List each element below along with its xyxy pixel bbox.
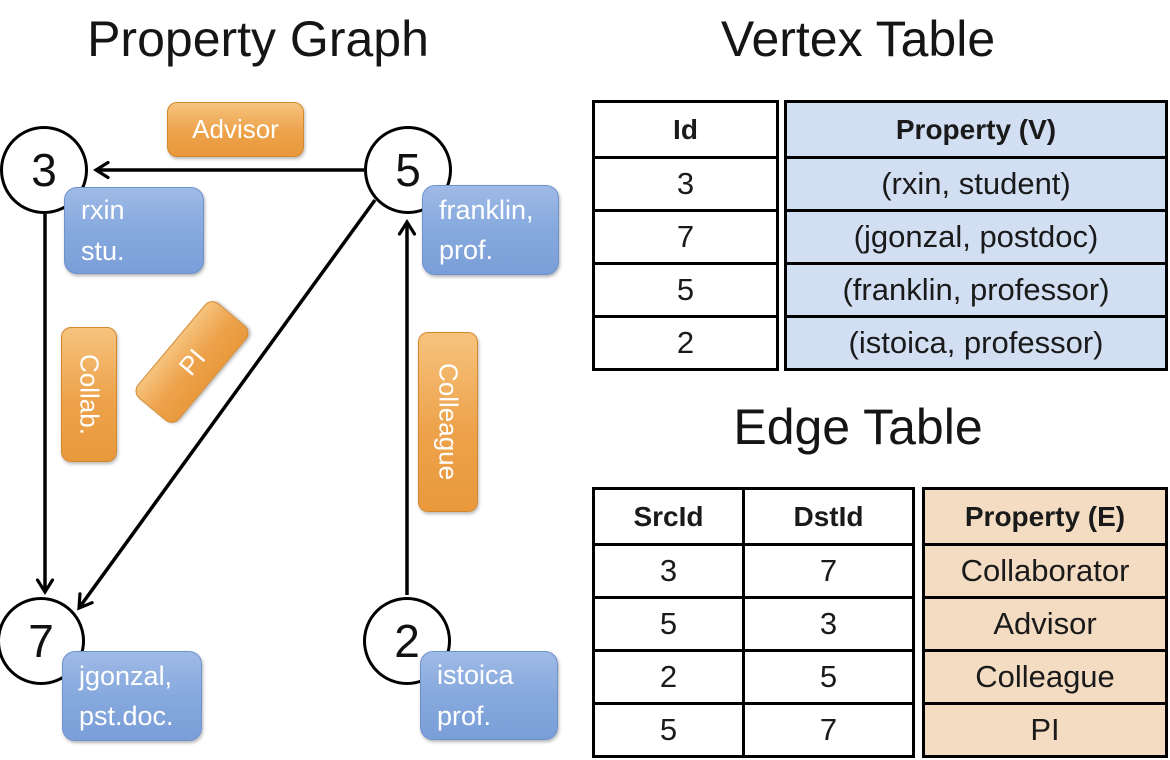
node-id-label: 7 — [28, 615, 54, 667]
edge-table-cell-property: Advisor — [925, 596, 1165, 649]
node-property-box-2: istoica prof. — [420, 651, 558, 740]
edge-table: SrcId DstId 3 7 5 3 2 5 5 7 Property (E)… — [592, 487, 1168, 758]
graph-node-3: 3 — [0, 126, 88, 214]
property-line-1: jgonzal, — [79, 660, 173, 691]
edge-table-cell-property: Colleague — [925, 649, 1165, 702]
edge-table-cell-dstid: 7 — [742, 543, 912, 596]
property-line-2: prof. — [437, 700, 492, 731]
vertex-table-cell-id: 5 — [595, 262, 776, 315]
property-line-2: prof. — [439, 235, 494, 265]
edge-table-property-column: Property (E) Collaborator Advisor Collea… — [922, 487, 1168, 758]
edge-table-cell-srcid: 2 — [595, 649, 742, 702]
vertex-table-header-id: Id — [673, 113, 698, 145]
vertex-table-title: Vertex Table — [720, 11, 996, 67]
property-line-1: franklin, — [439, 194, 534, 225]
vertex-table-cell-id: 3 — [595, 156, 776, 209]
property-line-2: stu. — [81, 235, 125, 266]
property-line-1: rxin — [81, 195, 125, 225]
vertex-table-property-column: Property (V) (rxin, student) (jgonzal, p… — [784, 100, 1168, 371]
edge-table-cell-srcid: 5 — [595, 596, 742, 649]
edge-table-cell-srcid: 3 — [595, 543, 742, 596]
node-id-label: 5 — [395, 144, 421, 196]
vertex-table-cell-property: (rxin, student) — [787, 156, 1165, 209]
edge-label-advisor: Advisor — [167, 102, 304, 157]
node-property-box-3: rxin stu. — [64, 187, 204, 274]
edge-table-header-srcid: SrcId — [633, 500, 704, 532]
edge-table-cell-dstid: 3 — [742, 596, 912, 649]
edge-table-cell-property: Collaborator — [925, 543, 1165, 596]
node-id-label: 2 — [394, 615, 420, 667]
property-line-2: pst.doc. — [79, 701, 174, 731]
edge-table-header-property: Property (E) — [964, 500, 1126, 532]
vertex-table: Id 3 7 5 2 Property (V) (rxin, student) … — [592, 100, 1168, 371]
edge-table-cell-property: PI — [925, 702, 1165, 755]
edge-table-header-dstid: DstId — [742, 490, 912, 543]
edge-table-cell-dstid: 5 — [742, 649, 912, 702]
vertex-table-cell-id: 2 — [595, 315, 776, 368]
vertex-table-id-column: Id 3 7 5 2 — [592, 100, 779, 371]
node-id-label: 3 — [31, 144, 57, 196]
node-property-box-5: franklin, prof. — [422, 185, 559, 275]
node-property-box-7: jgonzal, pst.doc. — [62, 651, 202, 741]
property-graph-title: Property Graph — [87, 11, 429, 67]
vertex-table-cell-property: (franklin, professor) — [787, 262, 1165, 315]
edge-table-title: Edge Table — [733, 399, 983, 455]
vertex-table-header-property: Property (V) — [895, 113, 1057, 145]
edge-table-srcdst-columns: SrcId DstId 3 7 5 3 2 5 5 7 — [592, 487, 915, 758]
edge-label-colleague: Colleague — [418, 332, 478, 512]
edge-label-collab: Collab. — [61, 327, 117, 462]
edge-line-pi-5-to-7 — [77, 198, 377, 611]
property-line-1: istoica — [437, 660, 514, 690]
vertex-table-cell-id: 7 — [595, 209, 776, 262]
vertex-table-cell-property: (istoica, professor) — [787, 315, 1165, 368]
edge-table-cell-srcid: 5 — [595, 702, 742, 755]
edge-table-cell-dstid: 7 — [742, 702, 912, 755]
vertex-table-cell-property: (jgonzal, postdoc) — [787, 209, 1165, 262]
